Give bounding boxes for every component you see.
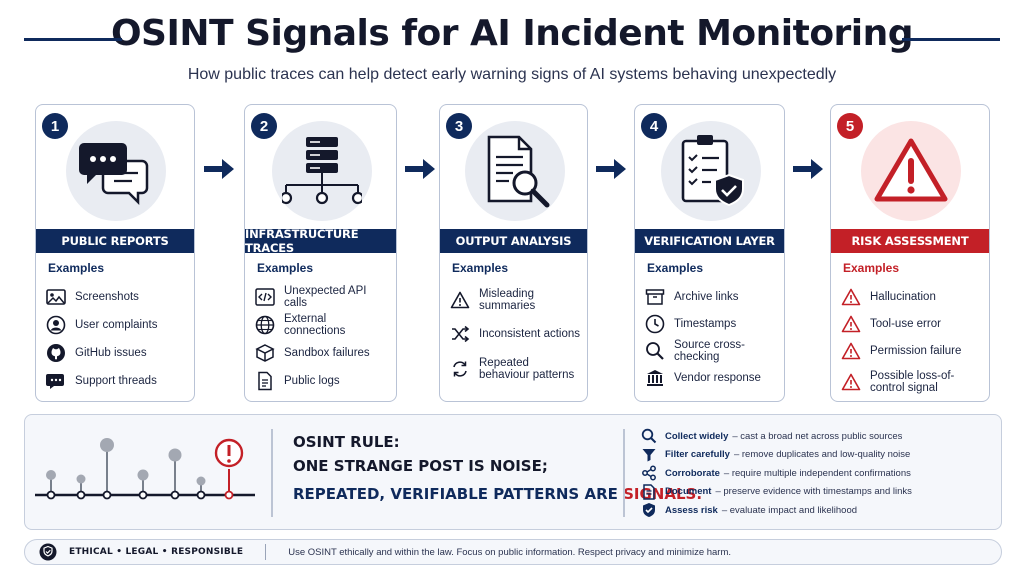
title-rule-left [24, 38, 122, 41]
document-magnifier-icon [487, 135, 550, 208]
ethics-tag: ETHICAL • LEGAL • RESPONSIBLE [69, 547, 244, 557]
list-item: Unexpected API calls [255, 283, 390, 311]
bank-icon [647, 369, 663, 386]
rule-heading: OSINT RULE: [293, 433, 400, 451]
examples-label: Examples [843, 261, 900, 275]
list-item: Filter carefully– remove duplicates and … [641, 446, 912, 465]
server-network-icon [282, 137, 362, 205]
document-icon [643, 484, 655, 500]
rule-line-signals: REPEATED, VERIFIABLE PATTERNS ARE SIGNAL… [293, 485, 703, 503]
chat-bubbles-icon [79, 143, 149, 206]
github-icon [47, 344, 65, 362]
step-number: 1 [42, 113, 68, 139]
step-number: 5 [837, 113, 863, 139]
list-item: Possible loss-of-control signal [841, 364, 983, 400]
list-item: GitHub issues [46, 339, 188, 367]
card-risk-assessment: 5 RISK ASSESSMENT Examples Hallucination… [830, 104, 990, 402]
card-title: PUBLIC REPORTS [36, 229, 194, 253]
title-rule-right [902, 38, 1000, 41]
card-output-analysis: 3 OUTPUT ANALYSIS Examples Misleading su… [439, 104, 588, 402]
shield-check-icon [643, 503, 655, 518]
globe-icon [255, 315, 275, 335]
list-item: Timestamps [645, 310, 778, 337]
clipboard-check-icon [681, 135, 744, 207]
examples-list: Hallucination Tool-use error Permission … [841, 283, 983, 400]
list-item: Inconsistent actions [450, 317, 581, 351]
card-title: RISK ASSESSMENT [831, 229, 989, 253]
examples-label: Examples [647, 261, 704, 275]
process-steps: Collect widely– cast a broad net across … [641, 427, 912, 520]
card-public-reports: 1 PUBLIC REPORTS Examples Screenshots Us… [35, 104, 195, 402]
warning-icon [841, 288, 861, 305]
image-icon [46, 289, 66, 305]
list-item: Assess risk– evaluate impact and likelih… [641, 501, 912, 520]
examples-list: Unexpected API calls External connection… [255, 283, 390, 395]
arrow-right-icon [405, 159, 435, 179]
code-icon [255, 288, 275, 306]
ethics-footer: ETHICAL • LEGAL • RESPONSIBLE Use OSINT … [24, 539, 1002, 565]
step-number: 3 [446, 113, 472, 139]
examples-label: Examples [452, 261, 509, 275]
warning-icon [841, 315, 861, 332]
list-item: Vendor response [645, 364, 778, 391]
search-icon [641, 429, 657, 444]
filter-icon [642, 448, 656, 462]
list-item: Screenshots [46, 283, 188, 311]
osint-rule-panel: OSINT RULE: ONE STRANGE POST IS NOISE; R… [24, 414, 1002, 530]
shuffle-icon [452, 325, 470, 343]
archive-icon [645, 288, 665, 305]
examples-label: Examples [257, 261, 314, 275]
shield-check-icon [39, 543, 57, 561]
list-item: External connections [255, 311, 390, 339]
ethics-note: Use OSINT ethically and within the law. … [288, 546, 732, 558]
examples-list: Screenshots User complaints GitHub issue… [46, 283, 188, 395]
clock-icon [645, 314, 665, 333]
card-title: INFRASTRUCTURE TRACES [245, 227, 396, 255]
list-item: Document– preserve evidence with timesta… [641, 483, 912, 502]
sandbox-icon [255, 344, 275, 362]
list-item: Misleading summaries [450, 283, 581, 317]
document-icon [258, 371, 272, 391]
list-item: Permission failure [841, 337, 983, 364]
step-number: 2 [251, 113, 277, 139]
arrow-right-icon [596, 159, 626, 179]
list-item: Archive links [645, 283, 778, 310]
share-icon [642, 465, 656, 481]
arrow-right-icon [793, 159, 823, 179]
page-title: OSINT Signals for AI Incident Monitoring [110, 12, 914, 54]
list-item: User complaints [46, 311, 188, 339]
signal-timeline-icon [35, 438, 255, 500]
card-title: OUTPUT ANALYSIS [440, 229, 587, 253]
examples-label: Examples [48, 261, 105, 275]
list-item: Repeated behaviour patterns [450, 351, 581, 387]
warning-icon [841, 373, 861, 391]
page-subtitle: How public traces can help detect early … [187, 66, 837, 83]
step-number: 4 [641, 113, 667, 139]
examples-list: Misleading summaries Inconsistent action… [450, 283, 581, 387]
list-item: Corroborate– require multiple independen… [641, 464, 912, 483]
warning-icon [841, 342, 861, 359]
user-icon [46, 315, 66, 335]
repeat-icon [453, 361, 467, 377]
list-item: Collect widely– cast a broad net across … [641, 427, 912, 446]
examples-list: Archive links Timestamps Source cross-ch… [645, 283, 778, 391]
list-item: Hallucination [841, 283, 983, 310]
warning-icon [450, 291, 470, 309]
list-item: Source cross-checking [645, 337, 778, 364]
list-item: Support threads [46, 367, 188, 395]
alert-triangle-icon [874, 138, 948, 202]
card-title: VERIFICATION LAYER [635, 229, 784, 253]
list-item: Public logs [255, 367, 390, 395]
card-infrastructure-traces: 2 INFRASTRUCTURE TRACES Examples Unexpec… [244, 104, 397, 402]
chat-icon [46, 374, 64, 389]
arrow-right-icon [204, 159, 234, 179]
search-icon [646, 341, 664, 360]
list-item: Tool-use error [841, 310, 983, 337]
title-row: OSINT Signals for AI Incident Monitoring [0, 8, 1024, 58]
rule-line-noise: ONE STRANGE POST IS NOISE; [293, 457, 548, 475]
card-verification-layer: 4 VERIFICATION LAYER Examples Archive li… [634, 104, 785, 402]
list-item: Sandbox failures [255, 339, 390, 367]
